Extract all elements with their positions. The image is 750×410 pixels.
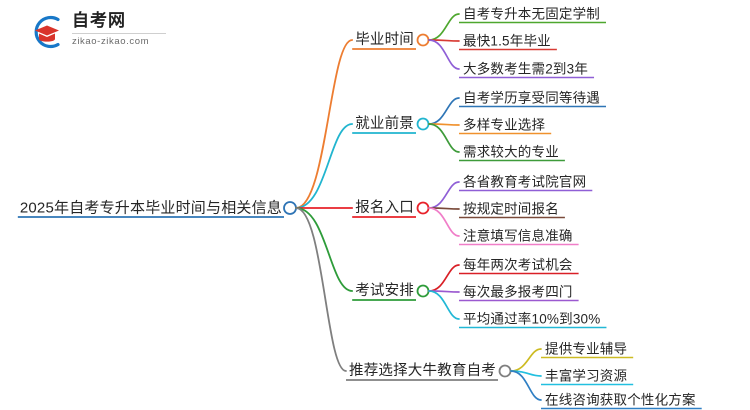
logo-url: zikao-zikao.com <box>72 36 150 47</box>
leaf-node-5-1[interactable]: 提供专业辅导 <box>545 341 628 357</box>
leaf-node-1-1[interactable]: 自考专升本无固定学制 <box>463 6 600 22</box>
leaf-node-1-3[interactable]: 大多数考生需2到3年 <box>463 61 589 77</box>
edge-curve <box>428 97 460 125</box>
node-connector-dot[interactable] <box>416 201 430 215</box>
leaf-node-3-3[interactable]: 注意填写信息准确 <box>463 228 573 244</box>
edge-curve <box>295 39 354 209</box>
node-connector-dot[interactable] <box>416 284 430 298</box>
leaf-node-4-2[interactable]: 每次最多报考四门 <box>463 284 573 300</box>
branch-node-2[interactable]: 就业前景 <box>355 115 414 132</box>
leaf-node-5-2[interactable]: 丰富学习资源 <box>545 368 628 384</box>
leaf-node-2-3[interactable]: 需求较大的专业 <box>463 144 559 160</box>
edge-curve <box>428 39 460 70</box>
leaf-node-4-3[interactable]: 平均通过率10%到30% <box>463 311 601 327</box>
branch-node-3[interactable]: 报名入口 <box>355 199 414 216</box>
edge-curve <box>428 123 460 153</box>
leaf-node-2-2[interactable]: 多样专业选择 <box>463 117 546 133</box>
leaf-node-2-1[interactable]: 自考学历享受同等待遇 <box>463 90 600 106</box>
logo-text: 自考网 zikao-zikao.com <box>72 11 168 47</box>
node-connector-dot[interactable] <box>416 33 430 47</box>
graduation-cap-icon <box>34 15 60 49</box>
branch-node-5[interactable]: 推荐选择大牛教育自考 <box>349 362 496 379</box>
edge-curve <box>428 13 460 41</box>
branch-node-4[interactable]: 考试安排 <box>355 282 414 299</box>
edge-curve <box>295 207 354 292</box>
edge-curve <box>510 348 542 372</box>
leaf-node-3-2[interactable]: 按规定时间报名 <box>463 201 559 217</box>
leaf-node-4-1[interactable]: 每年两次考试机会 <box>463 257 573 273</box>
edge-curve <box>295 123 354 209</box>
leaf-node-1-2[interactable]: 最快1.5年毕业 <box>463 33 551 49</box>
node-connector-dot[interactable] <box>283 201 297 215</box>
node-connector-dot[interactable] <box>498 364 512 378</box>
edge-curve <box>428 181 460 209</box>
edge-curve <box>295 207 347 372</box>
edge-curve <box>428 290 460 320</box>
node-connector-dot[interactable] <box>416 117 430 131</box>
leaf-node-3-1[interactable]: 各省教育考试院官网 <box>463 174 587 190</box>
logo-divider <box>72 33 166 34</box>
logo-name: 自考网 <box>72 11 126 31</box>
branch-node-1[interactable]: 毕业时间 <box>355 31 414 48</box>
edge-curve <box>510 370 542 401</box>
site-logo: 自考网 zikao-zikao.com <box>28 11 168 53</box>
edge-curve <box>428 264 460 292</box>
root-node-label[interactable]: 2025年自考专升本毕业时间与相关信息 <box>19 199 282 217</box>
edge-curve <box>428 207 460 237</box>
leaf-node-5-3[interactable]: 在线咨询获取个性化方案 <box>545 392 696 408</box>
